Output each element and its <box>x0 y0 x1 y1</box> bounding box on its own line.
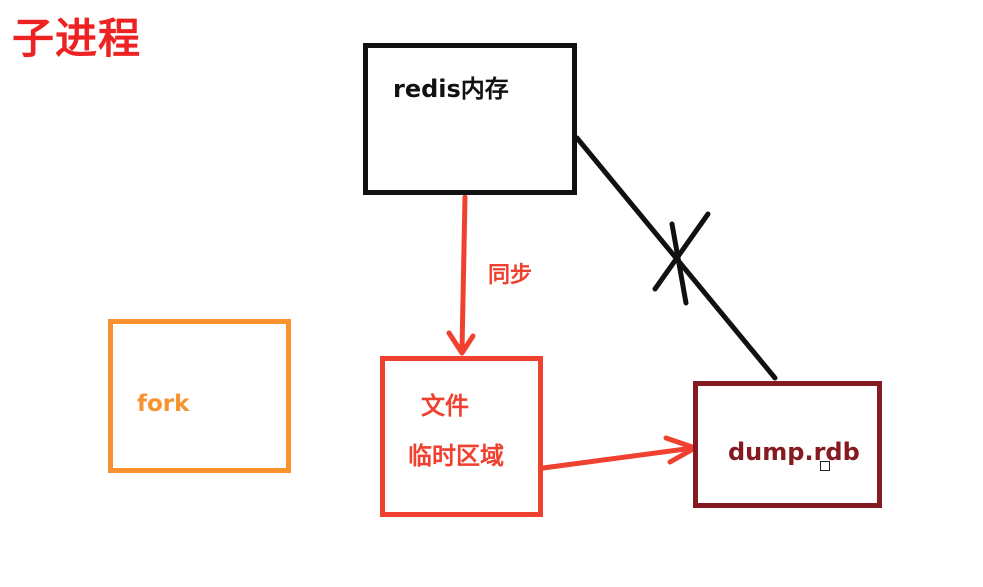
write-arrow <box>540 435 698 471</box>
fork-box <box>108 319 291 473</box>
sync-arrow <box>446 194 476 356</box>
dump-rdb-box <box>693 381 882 508</box>
text-cursor-icon <box>820 461 830 471</box>
redis-memory-label: redis内存 <box>393 75 509 103</box>
cross-mark-icon <box>652 211 711 306</box>
temp-file-label-line2: 临时区域 <box>408 442 504 470</box>
temp-file-label-line1: 文件 <box>421 392 469 420</box>
dump-rdb-label: dump.rdb <box>728 438 860 466</box>
page-title: 子进程 <box>12 14 142 63</box>
temp-file-box <box>380 356 543 517</box>
redis-memory-box <box>363 43 577 195</box>
arrowhead-icon <box>446 330 476 356</box>
fork-label: fork <box>137 391 190 417</box>
sync-label: 同步 <box>488 263 533 288</box>
